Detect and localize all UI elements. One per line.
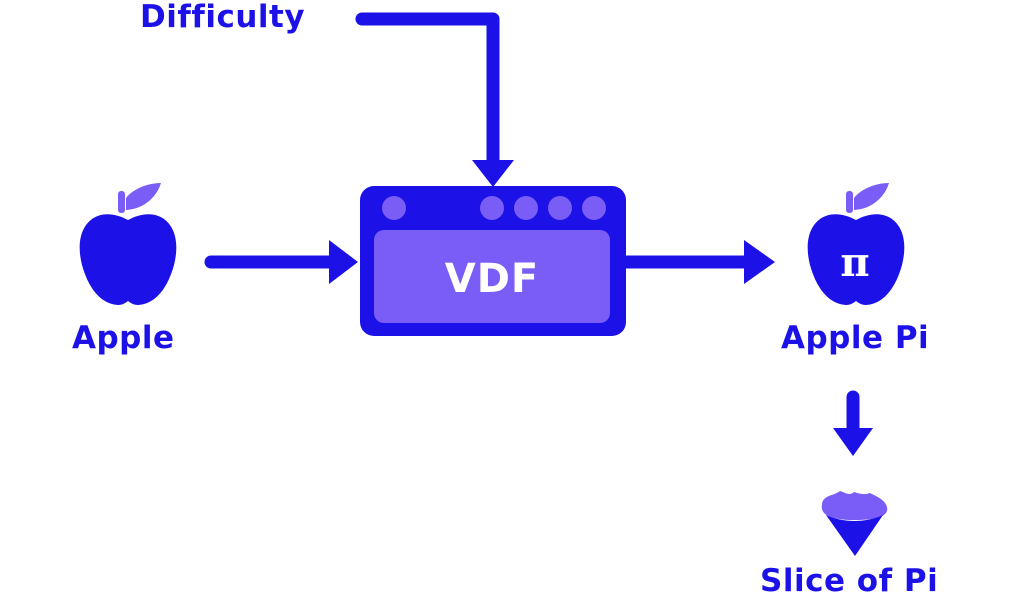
apple-pi-label: Apple Pi [781,320,930,356]
pi-symbol: π [840,239,869,286]
vdf-box: VDF [360,186,626,336]
apple-pi-icon: π [807,183,905,305]
vdf-dot-4 [582,196,606,220]
vdf-dot-1 [480,196,504,220]
vdf-dot-2 [514,196,538,220]
vdf-dot-left [382,196,406,220]
apple-label: Apple [72,320,175,356]
pie-slice-icon [821,491,888,556]
slice-of-pi-label: Slice of Pi [760,563,939,599]
down-arrow [833,390,873,456]
difficulty-label: Difficulty [140,0,306,35]
vdf-inner-panel [374,230,610,323]
input-arrow [204,240,358,284]
difficulty-arrow [355,12,514,187]
vdf-dot-3 [548,196,572,220]
apple-icon [79,183,177,305]
output-arrow [619,240,775,284]
vdf-label: VDF [445,256,539,302]
